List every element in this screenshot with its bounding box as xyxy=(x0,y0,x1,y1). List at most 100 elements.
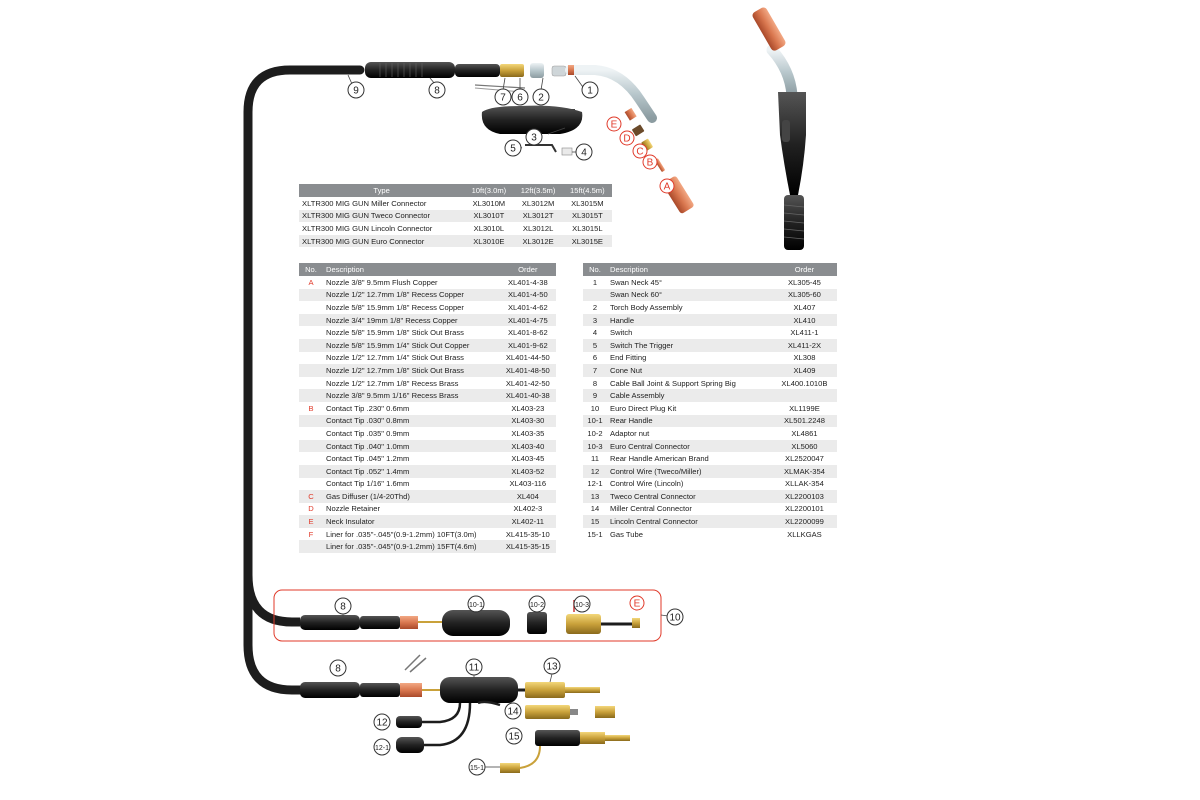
tweco-connector-13 xyxy=(525,682,565,698)
svg-text:11: 11 xyxy=(469,663,480,674)
part-number xyxy=(299,377,323,390)
table-row: Nozzle 5/8" 15.9mm 1/4" Stick Out Copper… xyxy=(299,338,556,352)
type-table-header: Type 10ft(3.0m) 12ft(3.5m) 15ft(4.5m) xyxy=(299,184,612,197)
callouts-top: 1 2 3 4 5 6 7 8 9 A B C D E xyxy=(347,74,675,194)
order-code: XL403-52 xyxy=(499,464,556,478)
type-header-12ft: 12ft(3.5m) xyxy=(513,184,563,197)
order-code: XL305-45 xyxy=(787,277,821,287)
header-description: Description xyxy=(607,263,772,276)
rear-handle-11 xyxy=(440,677,518,703)
part-number xyxy=(299,464,323,478)
part-number: 10-3 xyxy=(583,439,607,453)
order-code: XL401-4-38 xyxy=(507,277,548,287)
part-number xyxy=(583,288,607,302)
part-number: 6 xyxy=(592,353,598,363)
part-number: 5 xyxy=(583,338,607,352)
part-number: 1 xyxy=(592,277,598,287)
svg-text:13: 13 xyxy=(546,662,558,673)
svg-text:4: 4 xyxy=(581,148,587,159)
part-number xyxy=(299,338,323,352)
table-row: XLTR300 MIG GUN Euro Connector XL3010E X… xyxy=(299,234,612,248)
svg-text:7: 7 xyxy=(500,93,506,104)
svg-text:9: 9 xyxy=(353,86,359,97)
type-header-type: Type xyxy=(299,184,465,197)
svg-text:B: B xyxy=(647,158,654,169)
parts-right-header: No. Description Order xyxy=(583,263,837,276)
part-description: Nozzle 3/4" 19mm 1/8" Recess Copper xyxy=(323,313,500,327)
part-number: 3 xyxy=(583,313,607,327)
svg-text:15: 15 xyxy=(508,732,520,743)
part-description: Switch xyxy=(610,328,633,338)
order-code: XL409 xyxy=(771,364,837,377)
type-header-15ft: 15ft(4.5m) xyxy=(562,184,612,197)
svg-text:A: A xyxy=(664,182,671,193)
part-description: Nozzle 5/8" 15.9mm 1/4" Stick Out Copper xyxy=(323,338,500,352)
assembled-spring xyxy=(784,195,804,250)
part-description: Tweco Central Connector xyxy=(607,490,772,503)
torch-body xyxy=(551,65,567,77)
svg-text:12-1: 12-1 xyxy=(375,745,389,752)
euro-connector-10-3 xyxy=(566,614,601,634)
order-code: XL401-42-50 xyxy=(505,378,550,388)
order-code: XL404 xyxy=(499,490,556,503)
type-header-10ft: 10ft(3.0m) xyxy=(464,184,514,197)
main-cable xyxy=(243,65,365,695)
svg-text:10-3: 10-3 xyxy=(575,602,589,609)
order-code: XLMAK-354 xyxy=(771,464,837,478)
part-description: Swan Neck 60° xyxy=(607,288,772,302)
euro-plug-kit: 8 10-1 10-2 10-3 E 10 xyxy=(273,589,684,642)
swan-neck xyxy=(565,65,657,123)
assembled-handle xyxy=(778,92,806,195)
order-code: XL2520047 xyxy=(785,454,824,464)
part-number: 10-2 xyxy=(587,428,603,438)
part-description: Control Wire (Tweco/Miller) xyxy=(607,464,772,478)
part-number xyxy=(299,427,323,440)
part-description: Cable Assembly xyxy=(607,389,772,402)
part-number: D xyxy=(308,504,314,514)
svg-text:12: 12 xyxy=(376,718,388,729)
svg-text:10-2: 10-2 xyxy=(530,602,544,609)
order-code: XL403-116 xyxy=(509,479,547,489)
part-number: 8 xyxy=(592,378,598,388)
order-code: XL401-4-75 xyxy=(499,313,556,327)
header-order: Order xyxy=(771,263,837,276)
order-code: XL407 xyxy=(793,302,816,312)
order-code: XL403-45 xyxy=(511,454,545,464)
part-description: Torch Body Assembly xyxy=(610,302,683,312)
adaptor-nut-10-2 xyxy=(527,612,547,634)
svg-text:10-1: 10-1 xyxy=(469,602,483,609)
part-description: Contact Tip 1/16" 1.6mm xyxy=(326,479,410,489)
part-number xyxy=(299,288,323,302)
part-number: 15-1 xyxy=(587,529,603,539)
table-row: XLTR300 MIG GUN Lincoln Connector XL3010… xyxy=(302,223,603,233)
svg-text:8: 8 xyxy=(434,86,440,97)
svg-text:E: E xyxy=(611,120,618,131)
order-code: XL401-44-50 xyxy=(505,353,550,363)
part-description: Gas Diffuser (1/4-20Thd) xyxy=(323,490,500,503)
part-number: 2 xyxy=(592,302,598,312)
order-code: XL4861 xyxy=(791,428,818,438)
part-description: Contact Tip .040" 1.0mm xyxy=(323,439,500,453)
svg-text:3: 3 xyxy=(531,133,537,144)
part-description: Nozzle 5/8" 15.9mm 1/8" Recess Copper xyxy=(326,302,464,312)
cone-nut xyxy=(530,63,544,78)
order-code: XL2200103 xyxy=(771,490,837,503)
